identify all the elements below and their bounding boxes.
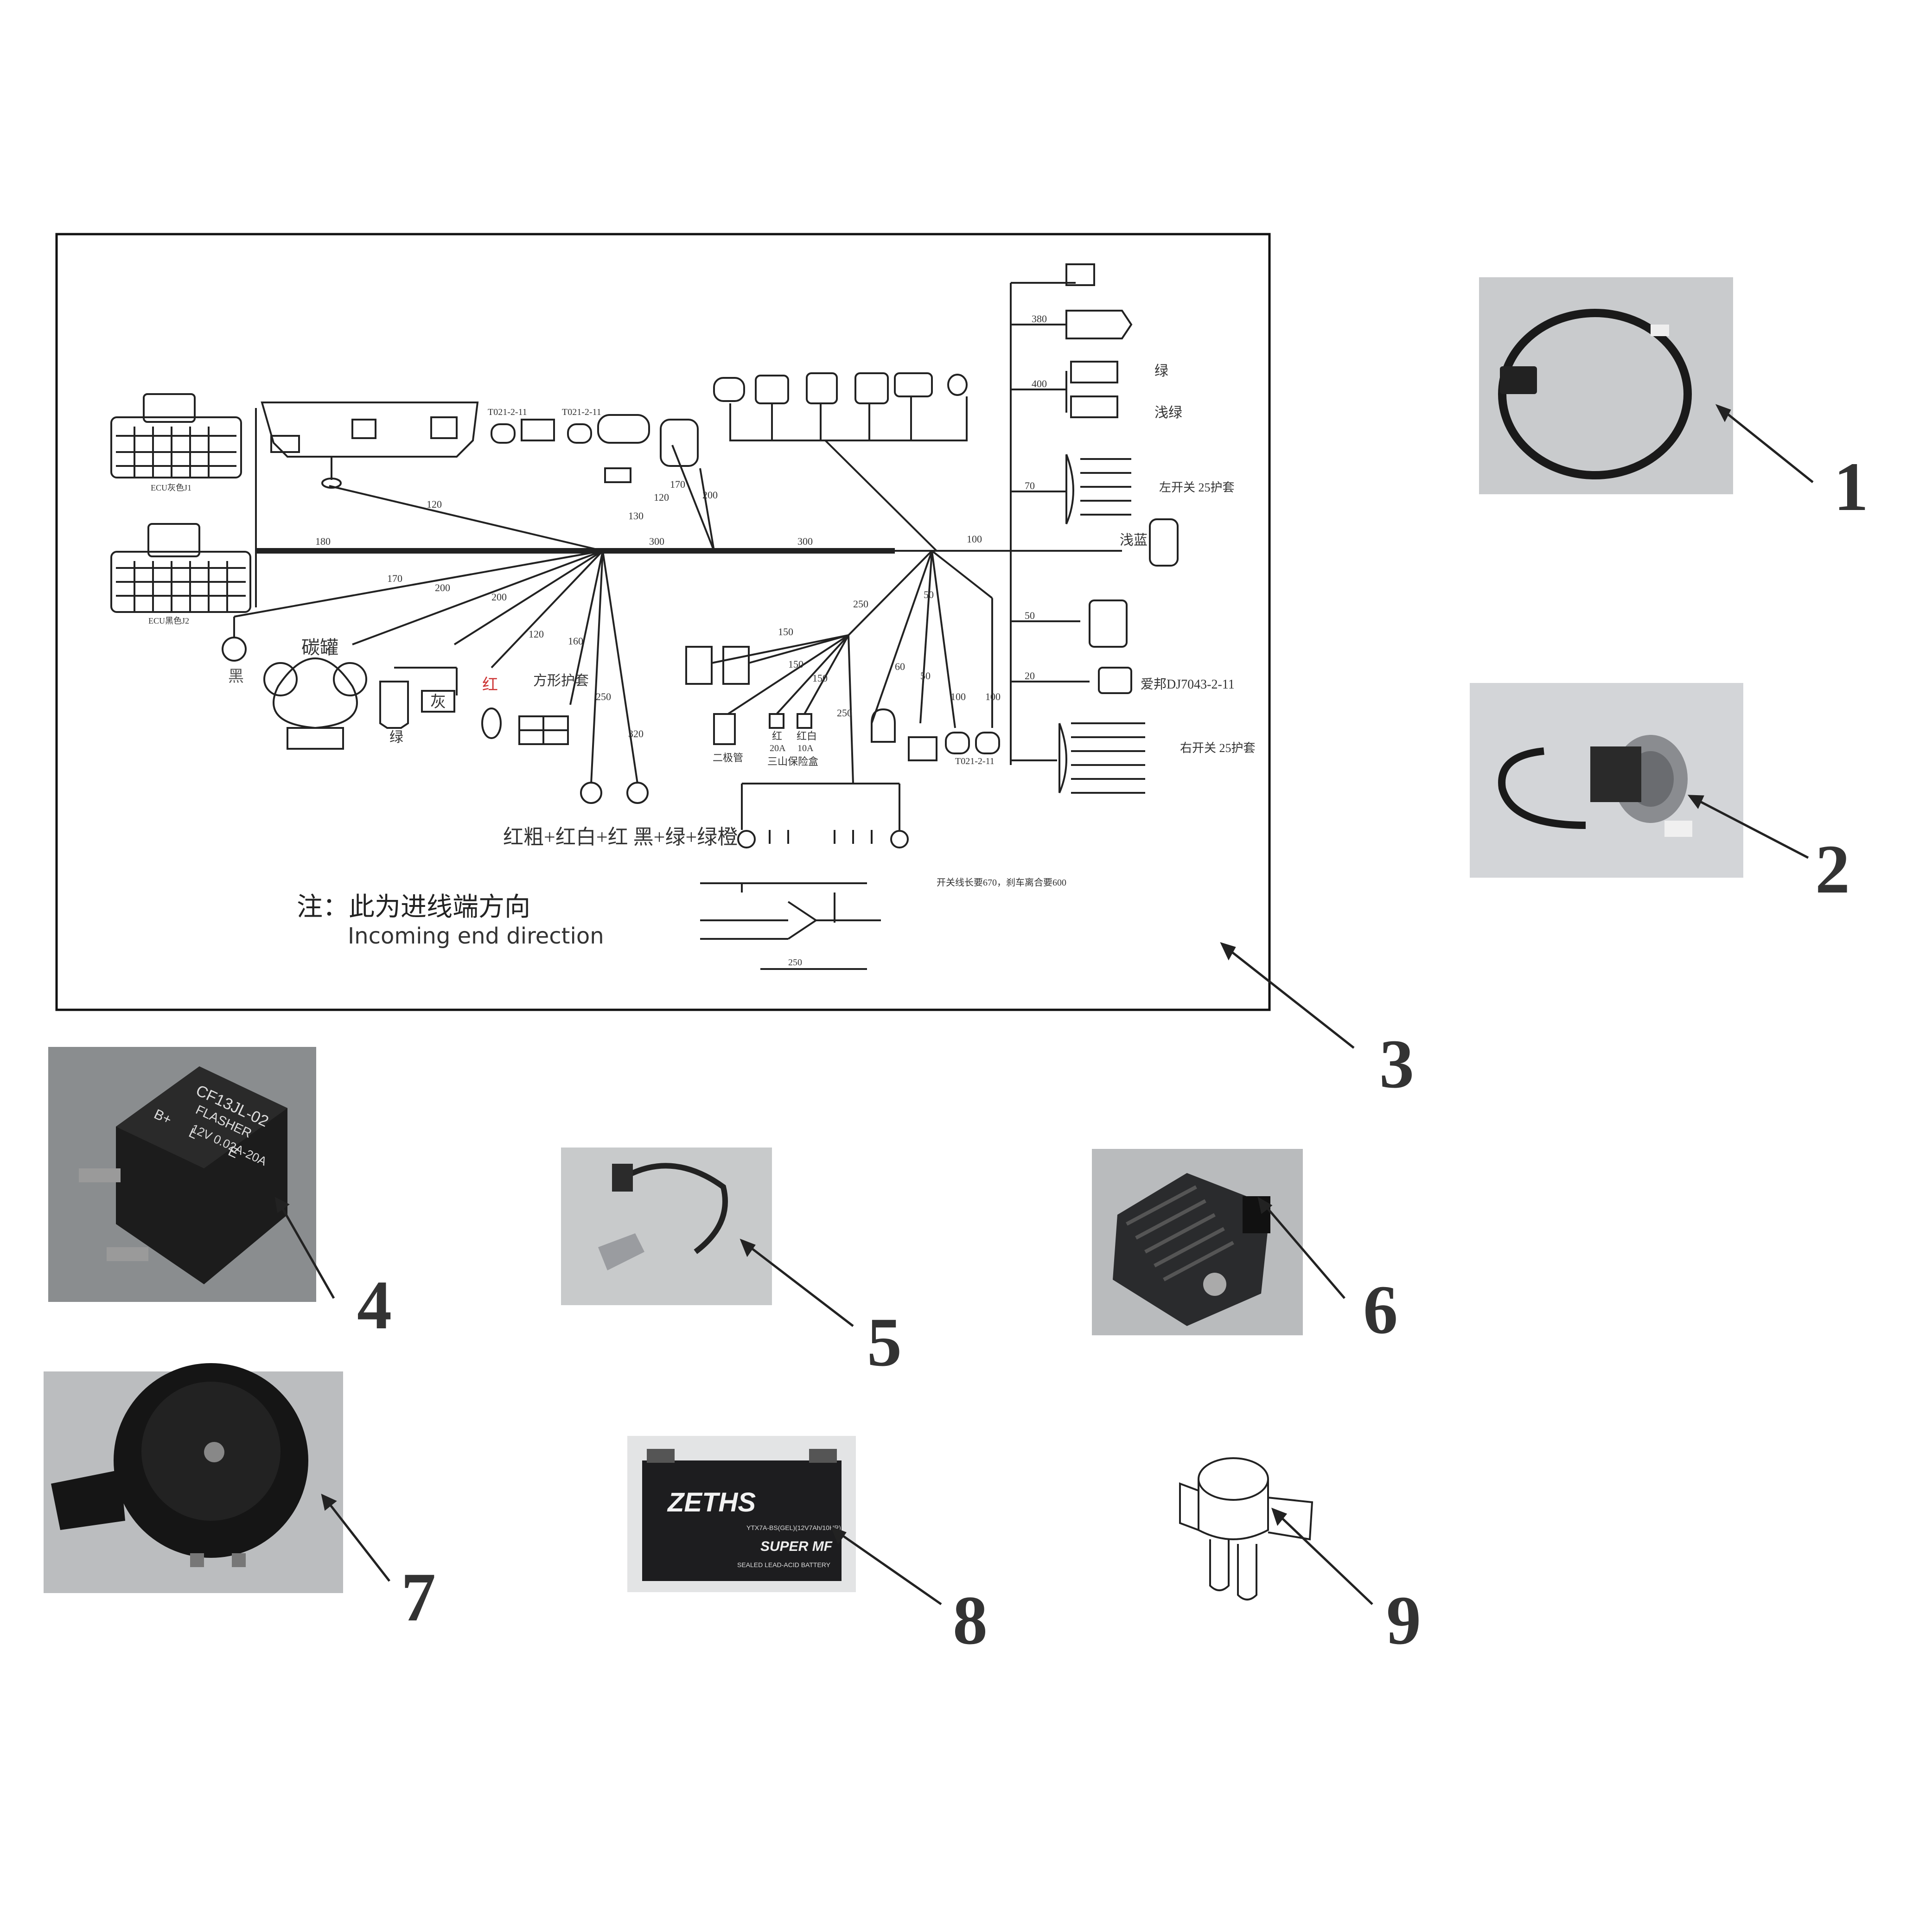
ecu-j1-connector: ECU灰色J1: [110, 393, 242, 492]
lightblue-label: 浅蓝: [1120, 533, 1148, 548]
svg-text:50: 50: [920, 670, 931, 682]
fuse-red-amp: 20A: [770, 743, 786, 753]
svg-text:120: 120: [654, 491, 669, 503]
square-sheath-label: 方形护套: [533, 673, 589, 689]
callout-6: 6: [1363, 1271, 1398, 1348]
part-9-drawing[interactable]: [1179, 1457, 1314, 1600]
svg-text:320: 320: [628, 728, 644, 740]
svg-text:100: 100: [967, 533, 982, 545]
t021-label-3: T021-2-11: [955, 756, 995, 766]
gray-label: 灰: [430, 693, 446, 711]
fuse-redwhite-label: 红白: [797, 730, 817, 742]
right-column-connectors: 绿 浅绿 左开关 25护套 浅蓝 爱邦DJ7043-2-11 右开关 25护套: [1010, 263, 1256, 794]
svg-text:160: 160: [568, 635, 583, 647]
t021-connectors: T021-2-11 T021-2-11: [488, 407, 699, 483]
mini-schematic: 250: [700, 882, 881, 970]
svg-text:150: 150: [788, 658, 803, 670]
svg-text:300: 300: [649, 536, 664, 547]
part-4-flasher[interactable]: CF13JL-02 FLASHER 12V 0.02A-20A B+ L E: [48, 1047, 316, 1302]
callout-8: 8: [953, 1582, 988, 1659]
svg-text:20: 20: [1025, 670, 1035, 682]
wiring-harness-diagram: ECU灰色J1 ECU黑色J2 T021-2-11 T021-2-11: [55, 233, 1271, 1011]
svg-text:150: 150: [778, 626, 793, 638]
left-switch-label: 左开关 25护套: [1159, 481, 1235, 494]
length-note: 开关线长要670，刹车离合要600: [937, 877, 1066, 888]
ecu-j1-label: ECU灰色J1: [151, 483, 191, 492]
t021-label-1: T021-2-11: [488, 407, 527, 417]
part-6-rectifier[interactable]: [1092, 1149, 1303, 1335]
callout-5: 5: [867, 1304, 902, 1381]
callout-7: 7: [401, 1559, 436, 1636]
battery-model: YTX7A-BS(GEL)(12V7Ah/10HR): [746, 1524, 841, 1531]
svg-text:60: 60: [895, 661, 905, 672]
canister-label: 碳罐: [301, 637, 338, 658]
svg-text:170: 170: [387, 573, 402, 584]
svg-text:70: 70: [1025, 480, 1035, 491]
callout-1: 1: [1834, 448, 1868, 525]
part-5-sensor-cable[interactable]: [561, 1148, 772, 1305]
black-label-left: 黑: [228, 668, 244, 685]
fuse-red-label: 红: [772, 730, 782, 742]
lower-left-components: 碳罐 灰 绿 红 方形护套 黑 红粗+红白+红 黑+绿+绿橙: [222, 617, 738, 848]
svg-text:50: 50: [1025, 610, 1035, 621]
svg-text:200: 200: [491, 591, 507, 603]
right-switch-label: 右开关 25护套: [1180, 741, 1256, 755]
callout-leaders: [274, 404, 1814, 1606]
svg-text:380: 380: [1032, 313, 1047, 325]
svg-text:250: 250: [788, 957, 802, 968]
green-label-left: 绿: [389, 730, 403, 745]
battery-sub: SUPER MF: [760, 1539, 833, 1554]
svg-text:300: 300: [797, 536, 813, 547]
harness-branches: [234, 445, 993, 784]
svg-text:170: 170: [670, 478, 685, 490]
callout-2: 2: [1815, 831, 1850, 908]
ecu-j2-connector: ECU黑色J2: [110, 523, 251, 625]
part-8-battery[interactable]: ZETHS YTX7A-BS(GEL)(12V7Ah/10HR) SUPER M…: [627, 1436, 856, 1592]
svg-text:100: 100: [950, 691, 966, 702]
diode-label: 二极管: [713, 752, 743, 764]
green-label-right: 绿: [1154, 363, 1168, 379]
svg-text:200: 200: [435, 582, 450, 593]
sensor-connectors-top: [713, 372, 968, 552]
svg-text:50: 50: [924, 589, 934, 600]
svg-text:180: 180: [315, 536, 331, 547]
svg-text:250: 250: [853, 598, 868, 610]
svg-text:250: 250: [837, 707, 852, 719]
length-labels: 380 400 70 100 50 20 180 300 300 120 130…: [315, 313, 1047, 740]
svg-text:150: 150: [812, 672, 828, 684]
svg-text:130: 130: [628, 510, 644, 522]
svg-text:120: 120: [529, 628, 544, 640]
instrument-connector-block: [261, 402, 479, 489]
battery-brand: ZETHS: [667, 1487, 756, 1518]
svg-text:100: 100: [985, 691, 1001, 702]
callout-4: 4: [357, 1267, 392, 1344]
callout-9: 9: [1386, 1582, 1421, 1659]
t021-label-2: T021-2-11: [562, 407, 601, 417]
red-label-left: 红: [482, 676, 498, 694]
aibang-label: 爱邦DJ7043-2-11: [1141, 677, 1235, 692]
middle-components: 二极管 红 20A 红白 10A 三山保险盒 T021-2-11: [685, 634, 1000, 848]
ecu-j2-label: ECU黑色J2: [148, 616, 189, 625]
svg-text:250: 250: [596, 691, 611, 702]
note-english: Incoming end direction: [348, 923, 604, 949]
svg-text:400: 400: [1032, 378, 1047, 389]
part-2-ignition-switch[interactable]: [1470, 683, 1743, 878]
lightgreen-label-right: 浅绿: [1154, 405, 1182, 421]
part-7-horn[interactable]: [44, 1363, 343, 1593]
wire-bottom-label: 红粗+红白+红 黑+绿+绿橙: [503, 826, 738, 848]
battery-type: SEALED LEAD-ACID BATTERY: [737, 1561, 831, 1569]
svg-text:200: 200: [702, 489, 718, 501]
fuse-redwhite-amp: 10A: [797, 743, 814, 753]
diagram-frame: [55, 233, 1271, 1011]
part-1-sensor-cable[interactable]: [1479, 277, 1733, 494]
callout-3: 3: [1379, 1026, 1414, 1103]
svg-text:120: 120: [427, 498, 442, 510]
note-chinese: 注：此为进线端方向: [297, 893, 530, 922]
fuse-box-label: 三山保险盒: [767, 756, 818, 767]
